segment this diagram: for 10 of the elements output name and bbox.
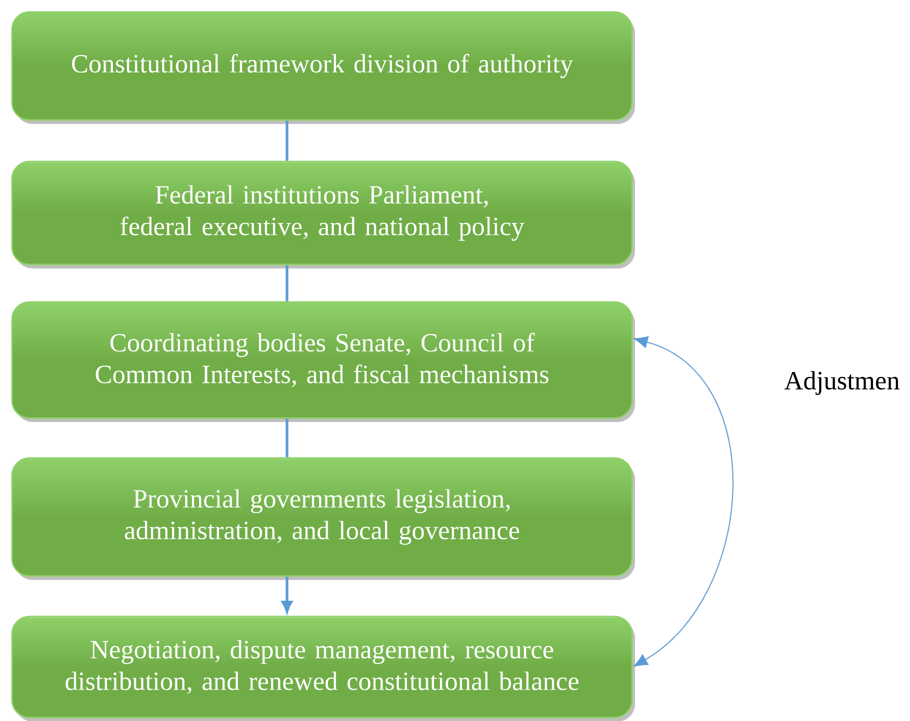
process-box: Negotiation, dispute management, resource distribution, and renewed constitutional balance [11,616,635,721]
connector-line [286,120,288,161]
process-box: Federal institutions Parliament, federal executive, and national policy [11,160,635,268]
curved-arrow [634,336,734,667]
connector-line [286,265,288,302]
side-label: Adjustmen [784,371,900,395]
connector-line [286,418,288,458]
process-box: Constitutional framework division of authority [11,11,635,124]
process-box: Coordinating bodies Senate, Council of Common Interests, and fiscal mechanisms [11,301,635,422]
process-box: Provincial governments legislation, administration, and local governance [11,457,635,580]
